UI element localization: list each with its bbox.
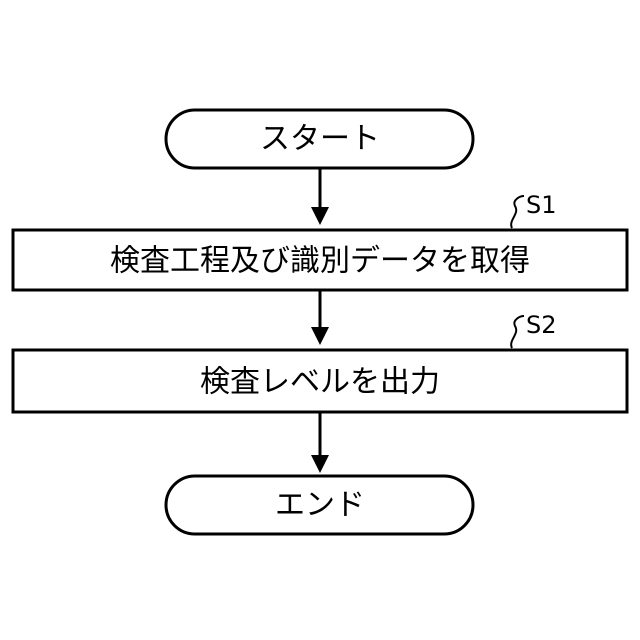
end-terminator-label: エンド [275, 488, 365, 523]
step-s1-leader [511, 196, 524, 228]
process-step-s2-label: 検査レベルを出力 [200, 365, 440, 400]
start-terminator-label: スタート [260, 122, 380, 157]
start-terminator: スタート [166, 110, 473, 168]
process-step-s1-label: 検査工程及び識別データを取得 [110, 244, 530, 279]
arrow-start-to-s1 [311, 168, 329, 225]
arrow-s2-to-end [311, 412, 329, 473]
step-s1-id: S1 [526, 191, 557, 219]
end-terminator: エンド [166, 476, 473, 534]
step-s2-leader [511, 316, 524, 348]
arrow-s1-to-s2 [311, 290, 329, 345]
step-s2-id: S2 [526, 311, 557, 339]
